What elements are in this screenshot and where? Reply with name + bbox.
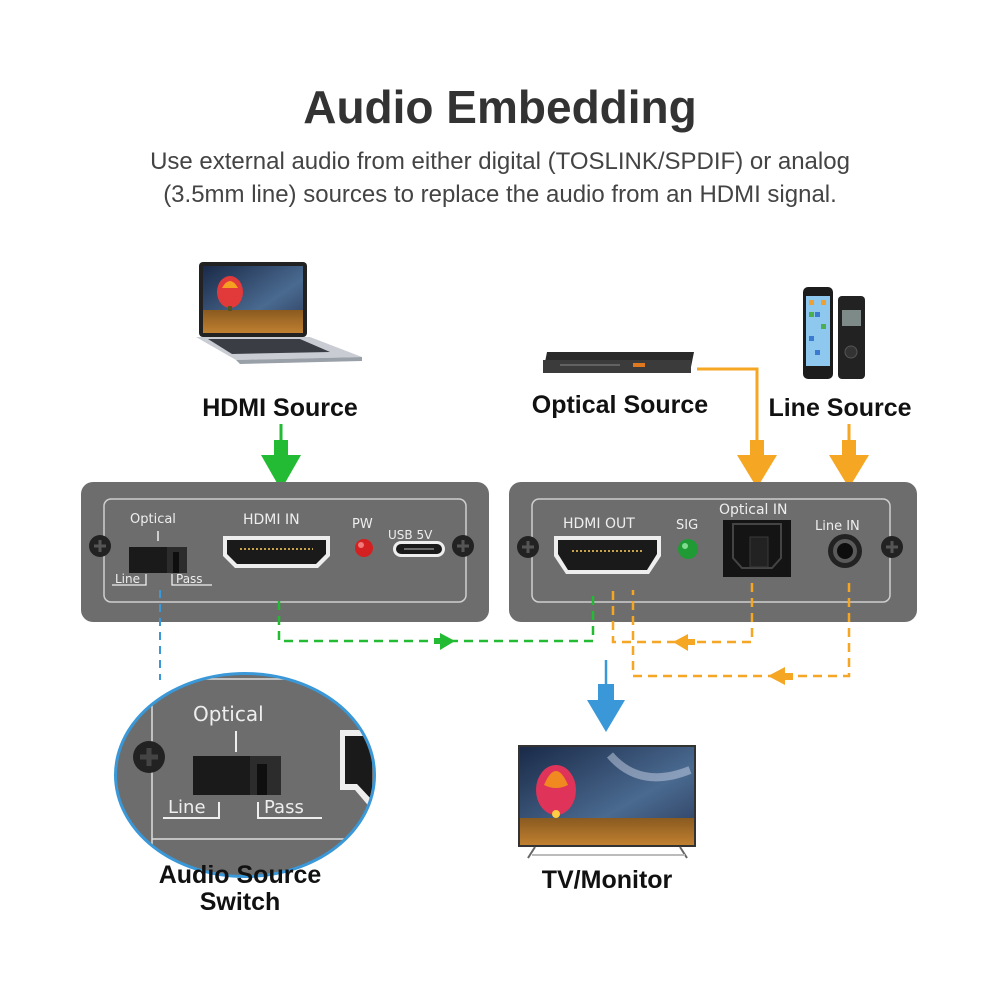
laptop-icon <box>196 262 362 364</box>
tv-icon <box>518 745 696 859</box>
switch-label-line: Line <box>115 572 141 586</box>
usb-port[interactable] <box>393 541 445 557</box>
optical-in-label: Optical IN <box>719 502 788 518</box>
output-panel <box>509 482 917 622</box>
screw-icon <box>452 535 474 557</box>
hdmi-arrow <box>261 455 301 490</box>
optical-in-port[interactable] <box>723 520 791 577</box>
dvd-player-icon <box>543 352 694 373</box>
switch-label-pass: Pass <box>176 572 203 586</box>
switch-label-optical: Optical <box>130 512 176 527</box>
zoom-switch-label-line: Line <box>168 797 206 818</box>
optical-arrow <box>737 455 777 488</box>
tv-monitor-label: TV/Monitor <box>541 866 673 894</box>
zoom-switch-label-optical: Optical <box>193 702 264 726</box>
subtitle-line-2: (3.5mm line) sources to replace the audi… <box>163 181 837 208</box>
pw-led-label: PW <box>352 517 373 532</box>
line-source-label: Line Source <box>768 394 912 422</box>
hdmi-out-label: HDMI OUT <box>563 516 635 532</box>
line-flow-arrow <box>768 667 785 685</box>
usb-5v-label: USB 5V <box>388 528 433 542</box>
sig-led-label: SIG <box>676 518 699 533</box>
optical-flow-arrow <box>673 634 688 651</box>
screw-icon <box>881 536 903 558</box>
audio-source-switch[interactable] <box>129 547 187 573</box>
output-arrow <box>587 700 625 732</box>
screw-icon <box>133 741 165 773</box>
line-arrow <box>829 455 869 488</box>
phone-and-recorder-icon <box>803 287 865 379</box>
switch-zoom-callout <box>114 672 376 878</box>
caption-line-1: Audio Source <box>158 861 322 889</box>
subtitle-line-1: Use external audio from either digital (… <box>150 148 850 175</box>
screw-icon <box>517 536 539 558</box>
line-signal-path <box>631 583 851 678</box>
audio-source-switch-zoomed <box>193 756 281 795</box>
screw-icon <box>89 535 111 557</box>
optical-source-label: Optical Source <box>531 391 709 419</box>
hdmi-in-port[interactable] <box>223 536 330 568</box>
signal-led-icon <box>678 539 698 559</box>
input-panel <box>81 482 489 622</box>
page-title: Audio Embedding <box>303 81 697 133</box>
hdmi-flow-arrow <box>440 633 455 650</box>
page-subtitle: Use external audio from either digital (… <box>0 145 1000 211</box>
zoom-callout-caption: Audio Source Switch <box>140 862 340 916</box>
hdmi-in-label: HDMI IN <box>243 512 300 528</box>
zoom-switch-label-pass: Pass <box>264 797 304 818</box>
hdmi-source-label: HDMI Source <box>202 394 358 422</box>
power-led-icon <box>355 539 373 557</box>
line-in-label: Line IN <box>815 519 860 534</box>
line-in-jack[interactable] <box>828 534 862 568</box>
caption-line-2: Switch <box>199 888 281 916</box>
hdmi-out-port[interactable] <box>554 536 661 574</box>
